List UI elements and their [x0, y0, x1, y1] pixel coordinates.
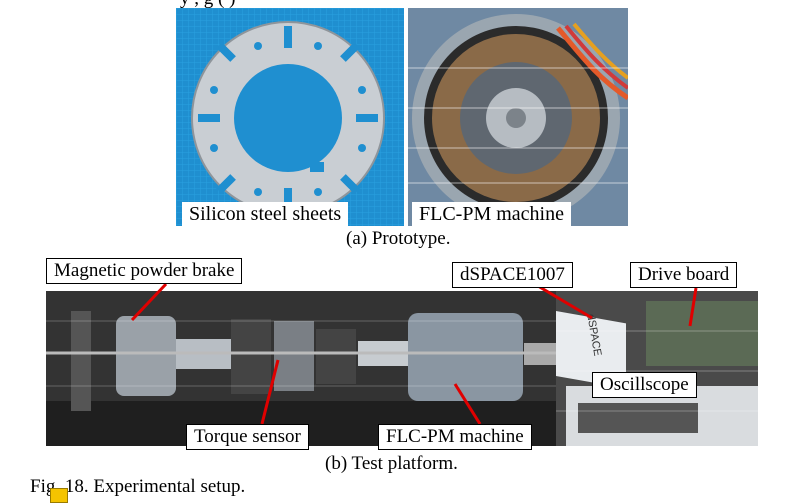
drive-board-label: Drive board [630, 262, 738, 288]
control-hardware-photo: dSPACE [556, 291, 758, 446]
torque-sensor-label: Torque sensor [186, 424, 309, 450]
flc-pm-prototype-illustration [408, 14, 628, 222]
prototype-caption: (a) Prototype. [346, 228, 451, 249]
flc-pm-prototype-photo: FLC-PM machine [408, 8, 628, 226]
machine-label: FLC-PM machine [378, 424, 532, 450]
test-platform-illustration [46, 291, 556, 446]
flc-pm-prototype-label: FLC-PM machine [412, 202, 571, 226]
top-text-fragment: y , g ( ) [180, 0, 235, 10]
silicon-steel-sheet-illustration [176, 8, 404, 226]
test-platform-photo [46, 291, 556, 446]
brake-label: Magnetic powder brake [46, 258, 243, 284]
silicon-steel-label: Silicon steel sheets [182, 202, 349, 226]
test-platform-caption: (b) Test platform. [325, 453, 458, 474]
silicon-steel-photo: Silicon steel sheets [176, 8, 404, 226]
oscilloscope-label: Oscillscope [592, 372, 697, 398]
dspace-label: dSPACE1007 [452, 262, 573, 288]
figure-caption: Fig. 18. Experimental setup. [30, 476, 246, 497]
